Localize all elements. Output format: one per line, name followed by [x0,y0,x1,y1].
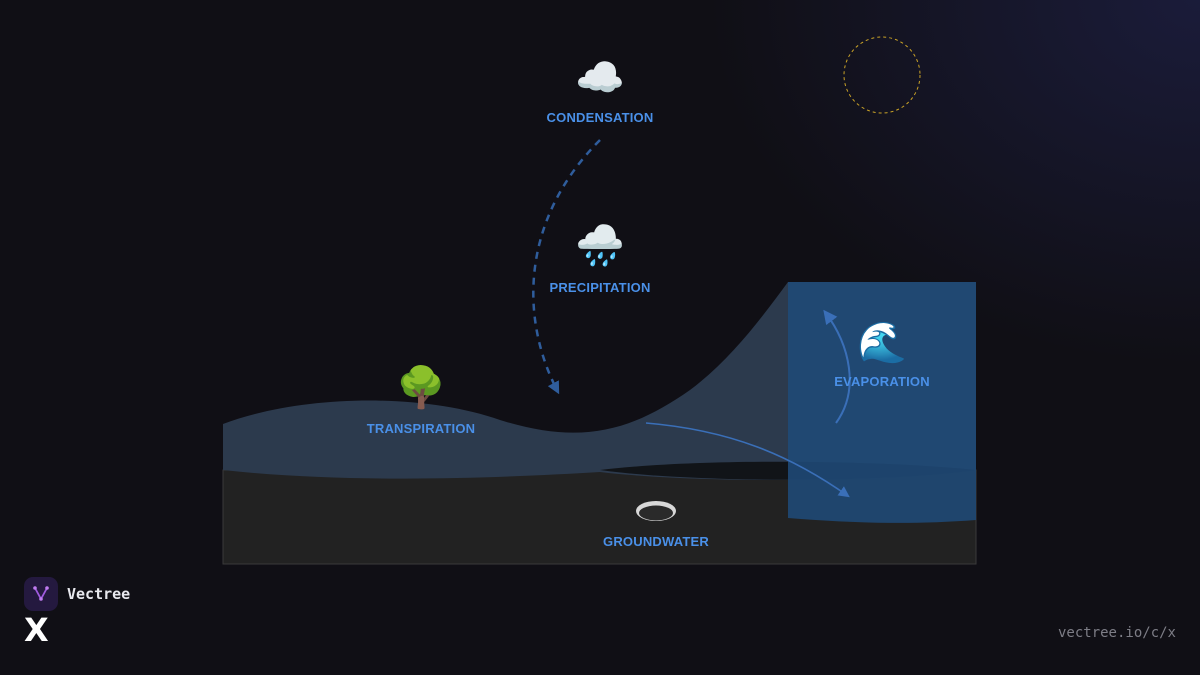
vectree-logo-icon [24,577,58,611]
tree-icon: 🌳 [396,365,446,411]
cloud-icon: ☁️ [575,55,625,101]
precipitation-label: PRECIPITATION [549,280,651,295]
source-url[interactable]: vectree.io/c/x [1057,625,1176,641]
transpiration-label: TRANSPIRATION [366,421,476,436]
groundwater-flow-arrow [645,422,850,498]
x-logo-icon[interactable]: X [24,611,49,649]
well-icon [636,501,676,521]
sun-outline [843,36,921,114]
land-surface [223,282,976,481]
rain-cloud-icon: 🌧️ [575,223,625,269]
groundwater-label: GROUNDWATER [603,534,709,549]
evaporation-arrow [823,309,851,424]
ocean [788,282,976,523]
evaporation-label: EVAPORATION [834,374,930,389]
condensation-label: CONDENSATION [546,110,654,125]
brand-name: Vectree [67,585,131,603]
wave-icon: 🌊 [857,320,907,366]
precipitation-arrow [532,139,601,395]
brand[interactable]: Vectree [24,577,130,611]
